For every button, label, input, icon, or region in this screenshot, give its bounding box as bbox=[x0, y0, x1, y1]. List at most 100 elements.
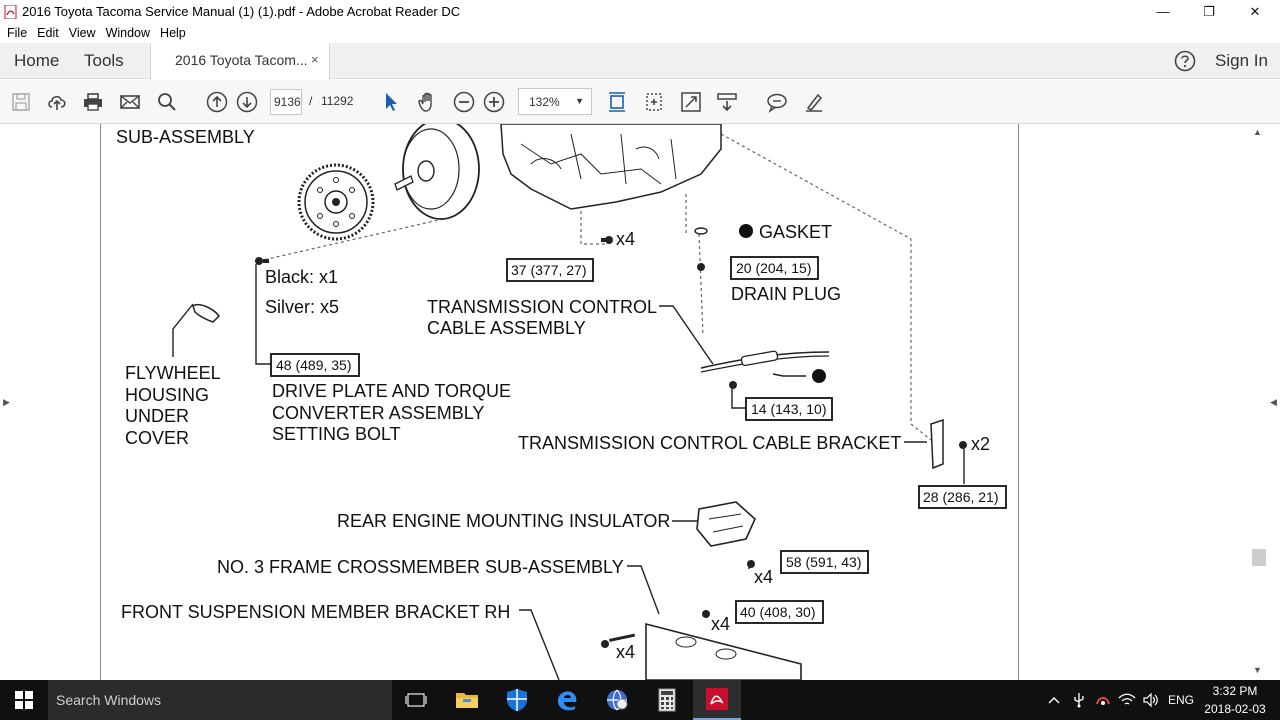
maximize-button[interactable]: ❐ bbox=[1203, 3, 1215, 19]
label-dp-line3: SETTING BOLT bbox=[272, 424, 401, 444]
label-tcc-line2: CABLE ASSEMBLY bbox=[427, 318, 586, 338]
document-tab-label: 2016 Toyota Tacom... bbox=[175, 52, 308, 68]
upload-icon[interactable] bbox=[44, 89, 70, 115]
scroll-down-icon[interactable]: ▼ bbox=[1253, 665, 1262, 675]
torque-48: 48 (489, 35) bbox=[276, 357, 352, 373]
label-flywheel-3: UNDER bbox=[125, 406, 189, 426]
windows-defender-icon[interactable] bbox=[493, 680, 541, 720]
torque-58: 58 (591, 43) bbox=[786, 554, 862, 570]
edge-browser-icon[interactable] bbox=[543, 680, 591, 720]
menu-window[interactable]: Window bbox=[105, 26, 151, 40]
taskbar-search[interactable]: Search Windows bbox=[48, 680, 392, 720]
label-dp-line2: CONVERTER ASSEMBLY bbox=[272, 403, 484, 423]
menu-view[interactable]: View bbox=[68, 26, 96, 40]
help-icon[interactable] bbox=[1174, 50, 1196, 72]
search-icon[interactable] bbox=[154, 89, 180, 115]
torque-28: 28 (286, 21) bbox=[923, 489, 999, 505]
label-dp-line1: DRIVE PLATE AND TORQUE bbox=[272, 381, 511, 401]
label-front-susp: FRONT SUSPENSION MEMBER BRACKET RH bbox=[121, 602, 510, 622]
zoom-in-icon[interactable] bbox=[481, 89, 507, 115]
scrollbar-thumb[interactable] bbox=[1252, 549, 1266, 566]
torque-37: 37 (377, 27) bbox=[511, 262, 587, 278]
left-panel-arrow-icon[interactable]: ▶ bbox=[3, 397, 10, 407]
window-title: 2016 Toyota Tacoma Service Manual (1) (1… bbox=[22, 4, 461, 19]
parts-diagram: SUB-ASSEMBLY x4 GASKET 37 (377, 27) 20 (… bbox=[116, 124, 1007, 680]
fit-page-icon[interactable] bbox=[604, 89, 630, 115]
label-x4-d: x4 bbox=[616, 642, 635, 662]
drive-plate-drawing bbox=[297, 163, 375, 241]
clock-time: 3:32 PM bbox=[1212, 684, 1258, 698]
right-panel-arrow-icon[interactable]: ◀ bbox=[1270, 397, 1277, 407]
label-black: Black: x1 bbox=[265, 267, 338, 287]
label-flywheel-2: HOUSING bbox=[125, 385, 209, 405]
language-indicator[interactable]: ENG bbox=[1167, 693, 1194, 707]
close-window-button[interactable]: ✕ bbox=[1249, 3, 1261, 19]
browser-globe-icon[interactable] bbox=[593, 680, 641, 720]
scroll-up-icon[interactable]: ▲ bbox=[1253, 127, 1262, 137]
rotate-icon[interactable] bbox=[641, 89, 667, 115]
tab-document[interactable]: 2016 Toyota Tacom... × bbox=[150, 43, 330, 80]
wifi-icon[interactable] bbox=[1116, 680, 1138, 720]
hand-tool-icon[interactable] bbox=[415, 89, 441, 115]
menu-edit[interactable]: Edit bbox=[37, 26, 59, 40]
task-view-icon[interactable] bbox=[392, 680, 440, 720]
clock[interactable]: 3:32 PM 2018-02-03 bbox=[1200, 682, 1270, 718]
page-separator: / bbox=[309, 94, 313, 108]
label-gasket: GASKET bbox=[759, 222, 832, 242]
highlight-pen-icon[interactable] bbox=[801, 89, 827, 115]
clock-date: 2018-02-03 bbox=[1204, 702, 1266, 716]
print-icon[interactable] bbox=[80, 89, 106, 115]
fullscreen-icon[interactable] bbox=[678, 89, 704, 115]
tab-tools[interactable]: Tools bbox=[84, 51, 124, 70]
label-x4-a: x4 bbox=[616, 229, 635, 249]
page-total: 11292 bbox=[321, 94, 354, 108]
email-icon[interactable] bbox=[117, 89, 143, 115]
start-button[interactable] bbox=[0, 680, 48, 720]
menu-bar: File Edit View Window Help bbox=[0, 23, 1280, 43]
torque-14: 14 (143, 10) bbox=[751, 401, 827, 417]
torque-converter-drawing bbox=[394, 124, 480, 220]
label-x4-c: x4 bbox=[711, 614, 730, 634]
comment-icon[interactable] bbox=[764, 89, 790, 115]
usb-icon[interactable] bbox=[1068, 680, 1090, 720]
label-x2: x2 bbox=[971, 434, 990, 454]
close-tab-button[interactable]: × bbox=[311, 52, 319, 67]
file-explorer-icon[interactable] bbox=[443, 680, 491, 720]
select-arrow-icon[interactable] bbox=[378, 89, 404, 115]
vertical-scrollbar[interactable]: ▲ ▼ bbox=[1249, 124, 1269, 680]
tab-home[interactable]: Home bbox=[14, 51, 60, 70]
label-flywheel-4: COVER bbox=[125, 428, 189, 448]
zoom-out-icon[interactable] bbox=[451, 89, 477, 115]
next-page-icon[interactable] bbox=[234, 89, 260, 115]
label-x4-b: x4 bbox=[754, 567, 773, 587]
title-bar: 2016 Toyota Tacoma Service Manual (1) (1… bbox=[0, 0, 1280, 23]
volume-icon[interactable] bbox=[1140, 680, 1162, 720]
minimize-button[interactable]: — bbox=[1156, 4, 1170, 19]
label-tcc-line1: TRANSMISSION CONTROL bbox=[427, 297, 657, 317]
label-tcc-bracket: TRANSMISSION CONTROL CABLE BRACKET bbox=[518, 433, 901, 453]
show-hidden-icons-icon[interactable] bbox=[1045, 680, 1063, 720]
tab-bar: Home Tools 2016 Toyota Tacom... × bbox=[0, 43, 1280, 80]
zoom-select[interactable]: 132% ▼ bbox=[518, 88, 592, 115]
page-number-input[interactable]: 9136 bbox=[270, 89, 302, 115]
menu-help[interactable]: Help bbox=[160, 26, 186, 40]
label-flywheel-1: FLYWHEEL bbox=[125, 363, 221, 383]
scroll-mode-icon[interactable] bbox=[714, 89, 740, 115]
chevron-down-icon: ▼ bbox=[575, 96, 584, 106]
torque-20: 20 (204, 15) bbox=[736, 260, 812, 276]
pdf-page: SUB-ASSEMBLY x4 GASKET 37 (377, 27) 20 (… bbox=[100, 124, 1019, 680]
calculator-icon[interactable] bbox=[643, 680, 691, 720]
zoom-value: 132% bbox=[529, 95, 560, 109]
label-drain-plug: DRAIN PLUG bbox=[731, 284, 841, 304]
acrobat-taskbar-icon[interactable] bbox=[693, 680, 741, 720]
label-silver: Silver: x5 bbox=[265, 297, 339, 317]
sign-in-link[interactable]: Sign In bbox=[1215, 51, 1268, 70]
network-app-icon[interactable] bbox=[1092, 680, 1114, 720]
windows-logo-icon bbox=[15, 691, 33, 709]
acrobat-icon bbox=[4, 4, 17, 19]
taskbar: Search Windows ENG 3:32 PM 2018-02-03 bbox=[0, 680, 1280, 720]
torque-40: 40 (408, 30) bbox=[740, 604, 816, 620]
previous-page-icon[interactable] bbox=[204, 89, 230, 115]
menu-file[interactable]: File bbox=[7, 26, 28, 40]
save-icon[interactable] bbox=[8, 89, 34, 115]
